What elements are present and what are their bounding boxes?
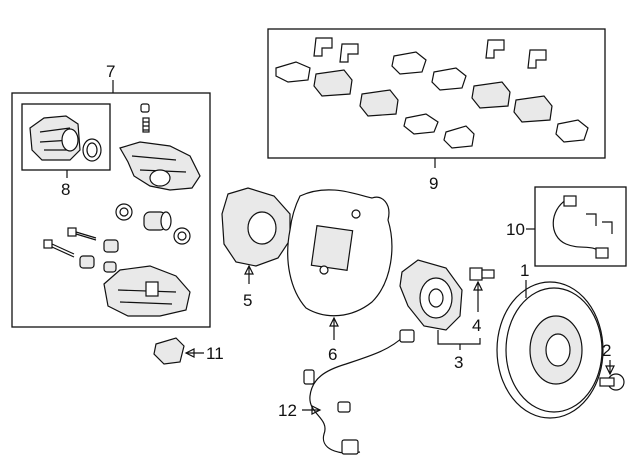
caliper-body-part[interactable]: [119, 141, 201, 191]
callout-2[interactable]: 2: [602, 341, 611, 360]
pad-kit-box: [267, 28, 606, 159]
callout-7[interactable]: 7: [106, 62, 115, 81]
guide-bushing-part[interactable]: [115, 203, 133, 221]
callout-3[interactable]: 3: [454, 353, 463, 372]
pad-shim-parts[interactable]: [275, 51, 589, 149]
pad-wear-sensor-part[interactable]: [552, 195, 613, 259]
callout-5[interactable]: 5: [243, 291, 252, 310]
abs-sensor-wire-part[interactable]: [303, 329, 415, 455]
splash-shield-part[interactable]: [287, 189, 393, 317]
brake-rotor-part[interactable]: [496, 281, 604, 419]
bleeder-screw-part[interactable]: [140, 103, 150, 133]
pin-sleeve-lower-part[interactable]: [79, 255, 117, 273]
callout-1[interactable]: 1: [520, 261, 529, 280]
brake-pad-kit-group: 9: [267, 28, 606, 193]
callout-12[interactable]: 12: [278, 401, 297, 420]
piston-seal-ring-part[interactable]: [82, 138, 102, 162]
callout-6[interactable]: 6: [328, 345, 337, 364]
rotor-screw-part[interactable]: [599, 373, 625, 391]
caliper-group-box: [11, 92, 211, 328]
caliper-bolt-upper-part[interactable]: [67, 227, 97, 241]
callout-11[interactable]: 11: [206, 344, 224, 363]
caliper-piston-subbox: [21, 103, 111, 171]
caliper-mounting-bracket-part[interactable]: [221, 187, 291, 267]
wear-sensor-box: [534, 186, 627, 267]
callout-4[interactable]: 4: [472, 316, 481, 335]
guide-pin-boot-part[interactable]: [143, 211, 172, 231]
hub-bolt-part[interactable]: [469, 267, 495, 281]
callout-8[interactable]: 8: [61, 180, 70, 199]
caliper-bracket-part[interactable]: [103, 265, 191, 317]
pad-clips-upper-part[interactable]: [313, 37, 547, 69]
wheel-hub-part[interactable]: [399, 259, 463, 331]
caliper-assembly-group: 7 8: [11, 62, 211, 328]
caliper-bolt-lower-part[interactable]: [43, 239, 75, 258]
guide-pin-seal-part[interactable]: [173, 227, 191, 245]
wear-sensor-group: 10: [506, 186, 627, 267]
callout-10[interactable]: 10: [506, 220, 525, 239]
pin-sleeve-upper-part[interactable]: [103, 239, 119, 253]
brake-hose-clip-part[interactable]: [153, 337, 185, 365]
caliper-housing-part[interactable]: [29, 115, 81, 161]
brake-pad-parts[interactable]: [313, 69, 553, 123]
callout-9[interactable]: 9: [429, 174, 438, 193]
